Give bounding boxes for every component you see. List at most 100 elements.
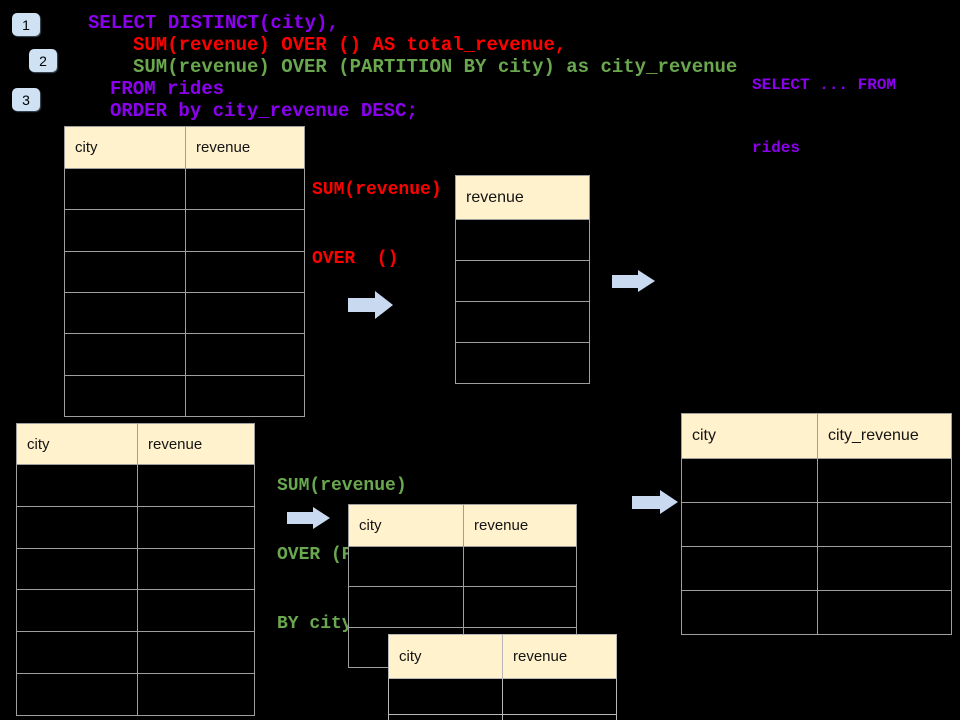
table-cell (186, 252, 304, 292)
column-header-city: city (682, 414, 818, 458)
table-cell (138, 549, 254, 590)
step-badge-2: 2 (29, 49, 57, 72)
table-row (65, 333, 304, 375)
table-row (65, 250, 304, 292)
table-row (682, 502, 951, 546)
side-note-line-2: rides (752, 139, 801, 157)
column-header-revenue: revenue (474, 517, 529, 534)
table-row (17, 631, 254, 674)
annotation-partition-line-1: SUM(revenue) (277, 476, 407, 496)
table-cell (464, 547, 576, 586)
table-cell (818, 591, 951, 634)
table-cell (456, 261, 589, 301)
table-cell (464, 587, 576, 626)
table-row (17, 505, 254, 548)
table-source-rides-bottom: city revenue (16, 423, 255, 716)
table-cell (682, 459, 818, 502)
table-row (682, 459, 951, 502)
column-header-city-revenue: city_revenue (828, 427, 919, 444)
table-cell (186, 169, 304, 209)
table-row (65, 374, 304, 416)
table-cell (349, 587, 464, 627)
table-cell (456, 302, 589, 342)
table-cell (138, 632, 254, 673)
annotation-total-line-1: SUM(revenue) (312, 180, 442, 200)
table-cell (138, 590, 254, 631)
table-row (349, 586, 576, 627)
table-cell (17, 632, 138, 674)
arrow-right-icon (612, 270, 655, 293)
column-header-city: city (349, 505, 464, 546)
table-total-revenue-result: revenue (455, 175, 590, 384)
table-row (456, 301, 589, 342)
column-header-city: city (65, 127, 186, 168)
table-cell (186, 334, 304, 374)
table-cell (65, 210, 186, 251)
table-source-rides-top: city revenue (64, 126, 305, 417)
table-row (17, 547, 254, 590)
table-row (65, 209, 304, 251)
table-cell (17, 674, 138, 715)
table-row (65, 291, 304, 334)
arrow-right-icon (632, 490, 678, 514)
table-cell (65, 169, 186, 210)
table-city-revenue-result: city city_revenue (681, 413, 952, 635)
table-row (17, 673, 254, 715)
table-cell (138, 465, 254, 506)
table-cell (389, 679, 503, 714)
table-row (456, 260, 589, 301)
table-row (17, 589, 254, 632)
sql-line-partition: SUM(revenue) OVER (PARTITION BY city) as… (133, 56, 738, 78)
side-note: SELECT ... FROM rides (752, 33, 896, 201)
table-row (349, 547, 576, 587)
column-header-city: city (17, 424, 138, 464)
column-header-revenue: revenue (148, 435, 203, 453)
table-cell (818, 547, 951, 590)
sql-line-order: ORDER by city_revenue DESC; (110, 100, 418, 122)
table-cell (682, 591, 818, 634)
table-cell (17, 506, 138, 548)
table-cell (456, 343, 589, 383)
column-header-revenue: revenue (466, 188, 524, 206)
table-row (456, 342, 589, 383)
table-row (17, 465, 254, 506)
table-cell (65, 334, 186, 375)
table-cell (503, 679, 616, 714)
table-cell (17, 465, 138, 506)
step-badge-1: 1 (12, 13, 40, 36)
sql-line-select: SELECT DISTINCT(city), (88, 12, 339, 34)
table-cell (138, 507, 254, 548)
arrow-right-icon (287, 507, 330, 529)
step-badge-3: 3 (12, 88, 40, 111)
table-cell (65, 251, 186, 292)
sql-code-block: SELECT DISTINCT(city), SUM(revenue) OVER… (0, 12, 737, 166)
table-cell (17, 590, 138, 632)
table-cell (186, 293, 304, 333)
table-cell (682, 503, 818, 546)
table-cell (682, 547, 818, 590)
table-cell (818, 503, 951, 546)
column-header-revenue: revenue (513, 648, 568, 665)
side-note-line-1: SELECT ... FROM (752, 76, 897, 94)
annotation-total-revenue: SUM(revenue) OVER () (312, 133, 442, 317)
table-cell (389, 715, 503, 720)
table-cell (65, 375, 186, 416)
table-cell (456, 220, 589, 260)
table-partition-overlay: city revenue (388, 634, 617, 720)
table-cell (503, 715, 616, 720)
table-row (389, 679, 616, 714)
table-cell (349, 547, 464, 587)
table-row (456, 220, 589, 260)
column-header-city: city (389, 635, 503, 678)
table-cell (186, 210, 304, 250)
annotation-total-line-2: OVER () (312, 249, 399, 269)
table-cell (186, 376, 304, 416)
table-row (682, 590, 951, 634)
table-row (65, 169, 304, 210)
arrow-right-icon (348, 291, 393, 319)
table-cell (17, 548, 138, 590)
column-header-revenue: revenue (196, 139, 251, 156)
table-cell (65, 292, 186, 334)
table-cell (818, 459, 951, 502)
